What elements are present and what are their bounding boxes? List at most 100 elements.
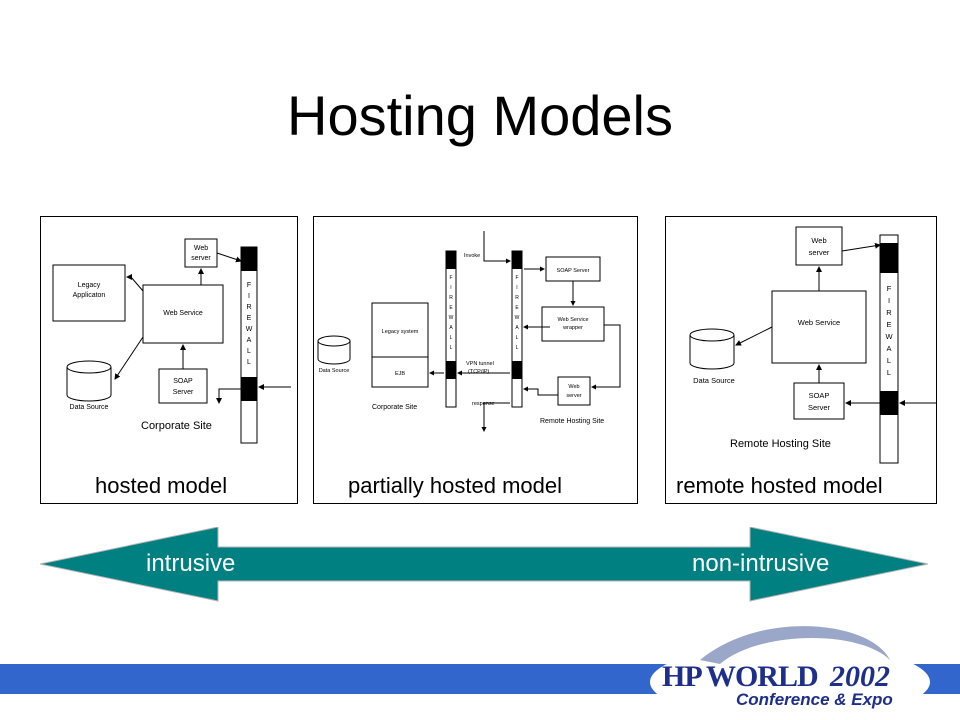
fw2-letter-i: I [516, 285, 517, 291]
data-source-cylinder [66, 360, 112, 402]
fw1-letter-a: A [449, 325, 453, 331]
page-title: Hosting Models [287, 84, 673, 147]
ws-wrapper-label-1: Web Service [557, 317, 588, 323]
firewall-letter-i: I [248, 293, 250, 300]
fw1-letter-w: W [449, 315, 454, 321]
data-source-cylinder [689, 328, 735, 370]
firewall-letter-e: E [886, 320, 891, 329]
firewall-letter-i: I [888, 296, 890, 305]
firewall-letter-l2: L [887, 368, 891, 377]
firewall-letter-l1: L [247, 348, 251, 355]
firewall-letter-f: F [887, 284, 892, 293]
fw2-letter-e: E [515, 305, 519, 311]
remote-hosted-model-caption: remote hosted model [676, 473, 883, 498]
soap-label-2: Server [808, 403, 831, 412]
web-service-label: Web Service [798, 318, 840, 327]
legacy-system-box [371, 302, 429, 388]
site-label: Corporate Site [141, 420, 212, 432]
site-label: Remote Hosting Site [730, 438, 831, 450]
hp-world-logo: HP WORLD 2002 Conference & Expo [640, 620, 940, 720]
logo-year: 2002 [830, 660, 890, 693]
fw2-letter-a: A [515, 325, 519, 331]
fw1-letter-l2: L [450, 345, 453, 351]
legacy-label-1: Legacy [78, 282, 101, 289]
remote-site-label: Remote Hosting Site [540, 418, 604, 425]
hosted-model-caption: hosted model [95, 473, 228, 498]
legacy-application-box [52, 264, 126, 322]
firewall [879, 234, 899, 464]
firewall-letter-w: W [246, 326, 253, 333]
web-server-label-1: Web [811, 236, 826, 245]
soap-server-box [545, 256, 601, 282]
remote-hosted-model-diagram: Web server Web Service Data Source SOAP … [689, 226, 936, 464]
soap-label-2: Server [173, 389, 194, 396]
firewall-corporate [445, 250, 457, 408]
logo-brand: HP WORLD [662, 660, 819, 693]
firewall-letter-e: E [247, 315, 252, 322]
fw2-letter-l1: L [516, 335, 519, 341]
web-server-label-2: server [191, 255, 211, 262]
data-source-label: Data Source [70, 404, 109, 411]
fw2-letter-w: W [515, 315, 520, 321]
legacy-label-2: Applicaton [73, 292, 106, 299]
fw2-letter-r: R [515, 295, 519, 301]
web-service-box [771, 290, 867, 364]
logo-swoosh-icon [650, 626, 930, 720]
partially-hosted-model-caption: partially hosted model [348, 473, 563, 498]
logo-subtitle: Conference & Expo [736, 690, 893, 709]
vpn-label-1: VPN tunnel [466, 361, 494, 367]
firewall [240, 246, 258, 444]
firewall-letter-f: F [247, 282, 251, 289]
data-source-cylinder [317, 335, 351, 365]
remote-connectors [735, 242, 936, 406]
soap-server-box [158, 368, 208, 404]
vpn-label-2: (TCP/IP) [468, 369, 490, 375]
web-server-box [557, 376, 591, 406]
firewall-letter-a: A [886, 344, 891, 353]
firewall-letter-l1: L [887, 356, 891, 365]
web-server-label-2: server [566, 393, 581, 399]
fw1-letter-e: E [449, 305, 453, 311]
web-service-label: Web Service [163, 310, 203, 317]
intrusive-label: intrusive [146, 550, 236, 577]
soap-label-1: SOAP [173, 378, 193, 385]
firewall-letter-l2: L [247, 359, 251, 366]
legacy-system-label: Legacy system [382, 329, 419, 335]
fw1-letter-r: R [449, 295, 453, 301]
fw2-letter-l2: L [516, 345, 519, 351]
firewall-letter-r: R [886, 308, 892, 317]
firewall-letter-w: W [885, 332, 893, 341]
partial-connectors [429, 231, 621, 432]
partially-hosted-model-diagram: Data Source Legacy system EJB Corporate … [317, 231, 621, 432]
fw1-letter-f: F [449, 275, 452, 281]
web-service-wrapper-box [541, 306, 605, 342]
invoke-label: Invoke [464, 253, 480, 259]
web-server-box [184, 238, 218, 268]
partially-hosted-model-panel: Data Source Legacy system EJB Corporate … [313, 216, 638, 504]
hosted-connectors [114, 252, 291, 404]
ws-wrapper-label-2: wrapper [562, 325, 583, 331]
web-server-box [795, 226, 843, 266]
hosted-model-diagram: Legacy Applicaton Web server Web Service… [52, 238, 291, 444]
intrusiveness-arrow [40, 527, 929, 602]
soap-server-box [793, 382, 845, 420]
web-service-box [142, 284, 224, 344]
soap-label-1: SOAP [809, 391, 830, 400]
firewall-letter-r: R [246, 304, 251, 311]
web-server-label-2: server [809, 248, 830, 257]
fw1-letter-i: I [450, 285, 451, 291]
response-label: response [472, 401, 495, 407]
non-intrusive-label: non-intrusive [692, 550, 830, 577]
web-server-label-1: Web [568, 384, 579, 390]
soap-server-label: SOAP Server [557, 268, 590, 274]
fw1-letter-l1: L [450, 335, 453, 341]
remote-hosted-model-panel: Web server Web Service Data Source SOAP … [665, 216, 937, 504]
hosted-model-panel: Legacy Applicaton Web server Web Service… [40, 216, 298, 504]
data-source-label: Data Source [319, 368, 350, 374]
fw2-letter-f: F [515, 275, 518, 281]
ejb-label: EJB [395, 371, 405, 377]
corporate-site-label: Corporate Site [372, 404, 417, 411]
web-server-label-1: Web [194, 245, 208, 252]
firewall-letter-a: A [247, 337, 252, 344]
firewall-remote [511, 250, 523, 408]
